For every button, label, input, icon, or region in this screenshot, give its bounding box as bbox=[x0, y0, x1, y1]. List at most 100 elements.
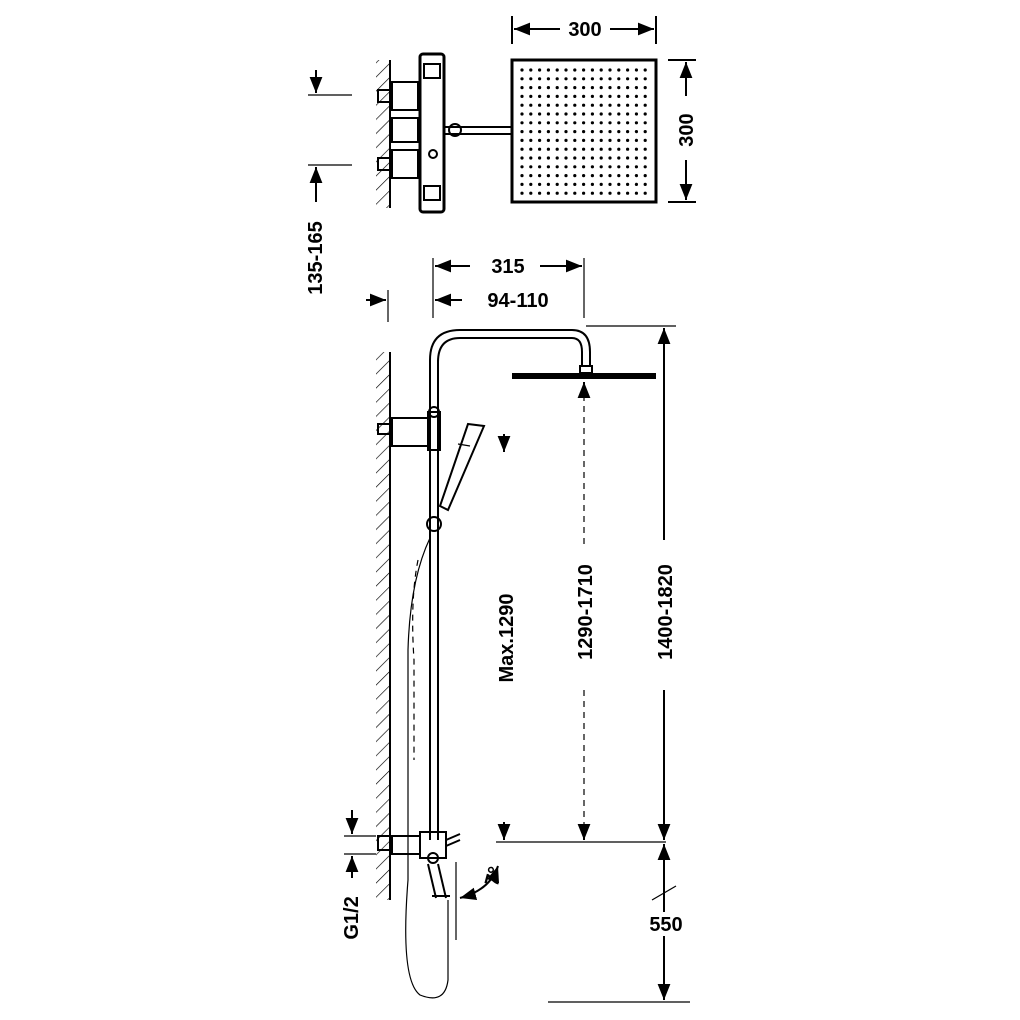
nozzle-dot bbox=[617, 130, 621, 134]
nozzle-dot bbox=[529, 182, 533, 186]
nozzle-dot bbox=[564, 174, 568, 178]
nozzle-dot bbox=[529, 174, 533, 178]
nozzle-dot bbox=[599, 138, 603, 142]
nozzle-dot bbox=[599, 103, 603, 107]
nozzle-dot bbox=[599, 182, 603, 186]
nozzle-dot bbox=[520, 182, 524, 186]
nozzle-dot bbox=[590, 121, 595, 125]
nozzle-dot bbox=[626, 77, 630, 81]
nozzle-dot bbox=[599, 147, 603, 151]
nozzle-dot bbox=[608, 138, 612, 142]
nozzle-dot bbox=[634, 147, 639, 151]
nozzle-dot bbox=[555, 182, 559, 186]
nozzle-dot bbox=[555, 121, 559, 125]
nozzle-dot bbox=[643, 103, 647, 107]
nozzle-dot bbox=[555, 130, 559, 134]
nozzle-dot bbox=[573, 165, 577, 169]
nozzle-dot bbox=[546, 94, 551, 98]
nozzle-dot bbox=[555, 94, 559, 98]
nozzle-dot bbox=[546, 147, 551, 151]
nozzle-dot bbox=[546, 121, 551, 125]
nozzle-dot bbox=[634, 165, 639, 169]
nozzle-dot bbox=[520, 156, 524, 160]
nozzle-dot bbox=[634, 191, 639, 195]
nozzle-dot bbox=[643, 112, 647, 116]
nozzle-dot bbox=[573, 112, 577, 116]
nozzle-dot bbox=[590, 165, 595, 169]
nozzle-dot bbox=[546, 77, 551, 81]
nozzle-dot bbox=[643, 147, 647, 151]
nozzle-dot bbox=[538, 182, 542, 186]
nozzle-dot bbox=[520, 86, 524, 90]
nozzle-dot bbox=[546, 165, 551, 169]
nozzle-dot bbox=[634, 182, 639, 186]
nozzle-dot bbox=[529, 112, 533, 116]
nozzle-dot bbox=[643, 77, 647, 81]
nozzle-dot bbox=[555, 112, 559, 116]
nozzle-dot bbox=[546, 156, 551, 160]
nozzle-dot bbox=[564, 130, 568, 134]
dim-arm-reach: 315 bbox=[491, 256, 524, 278]
nozzle-dot bbox=[582, 130, 586, 134]
nozzle-dot bbox=[643, 138, 647, 142]
nozzle-dot bbox=[599, 121, 603, 125]
nozzle-dot bbox=[608, 103, 612, 107]
nozzle-dot bbox=[582, 147, 586, 151]
nozzle-dot bbox=[582, 174, 586, 178]
dim-inlet-thread: G1/2 bbox=[341, 896, 363, 939]
hand-shower bbox=[426, 422, 486, 532]
top-view: 300 300 135-165 bbox=[305, 16, 698, 295]
nozzle-dot bbox=[599, 130, 603, 134]
nozzle-dot bbox=[590, 112, 595, 116]
nozzle-dot bbox=[599, 191, 603, 195]
nozzle-dot bbox=[529, 165, 533, 169]
nozzle-dot bbox=[564, 121, 568, 125]
nozzle-dot bbox=[555, 138, 559, 142]
nozzle-dot bbox=[599, 86, 603, 90]
nozzle-dot bbox=[590, 86, 595, 90]
nozzle-dot bbox=[643, 156, 647, 160]
diverter-valve bbox=[377, 831, 461, 899]
nozzle-dot bbox=[634, 94, 639, 98]
dim-total-height-range: 1400-1820 bbox=[655, 564, 677, 660]
nozzle-dot bbox=[617, 138, 621, 142]
nozzle-dot bbox=[643, 130, 647, 134]
nozzle-dot bbox=[564, 86, 568, 90]
nozzle-dot bbox=[520, 103, 524, 107]
nozzle-dot bbox=[634, 174, 639, 178]
nozzle-dot bbox=[538, 138, 542, 142]
nozzle-dot bbox=[564, 77, 568, 81]
nozzle-dot bbox=[573, 86, 577, 90]
nozzle-dot bbox=[590, 174, 595, 178]
nozzle-dot bbox=[573, 156, 577, 160]
nozzle-dot bbox=[617, 77, 621, 81]
nozzle-dot bbox=[538, 86, 542, 90]
nozzle-dot bbox=[608, 94, 612, 98]
nozzle-dot bbox=[626, 68, 630, 72]
nozzle-dot bbox=[608, 121, 612, 125]
dim-bar-offset: 94-110 bbox=[487, 290, 548, 312]
nozzle-dot bbox=[582, 165, 586, 169]
nozzle-dot bbox=[573, 182, 577, 186]
nozzle-dot bbox=[617, 147, 621, 151]
nozzle-dot bbox=[582, 103, 586, 107]
nozzle-dot bbox=[634, 77, 639, 81]
nozzle-dot bbox=[546, 138, 551, 142]
nozzle-dot bbox=[626, 121, 630, 125]
dim-hand-height: Max.1290 bbox=[496, 594, 518, 683]
nozzle-dot bbox=[538, 94, 542, 98]
nozzle-dot bbox=[573, 68, 577, 72]
nozzle-dot bbox=[643, 94, 647, 98]
nozzle-dot bbox=[564, 68, 568, 72]
nozzle-dot bbox=[626, 103, 630, 107]
nozzle-dot bbox=[573, 138, 577, 142]
nozzle-dot bbox=[529, 156, 533, 160]
nozzle-dot bbox=[608, 112, 612, 116]
nozzle-dot bbox=[546, 191, 551, 195]
nozzle-dot bbox=[634, 121, 639, 125]
nozzle-dot bbox=[608, 130, 612, 134]
nozzle-dot bbox=[573, 147, 577, 151]
nozzle-dot bbox=[590, 147, 595, 151]
nozzle-dot bbox=[529, 138, 533, 142]
